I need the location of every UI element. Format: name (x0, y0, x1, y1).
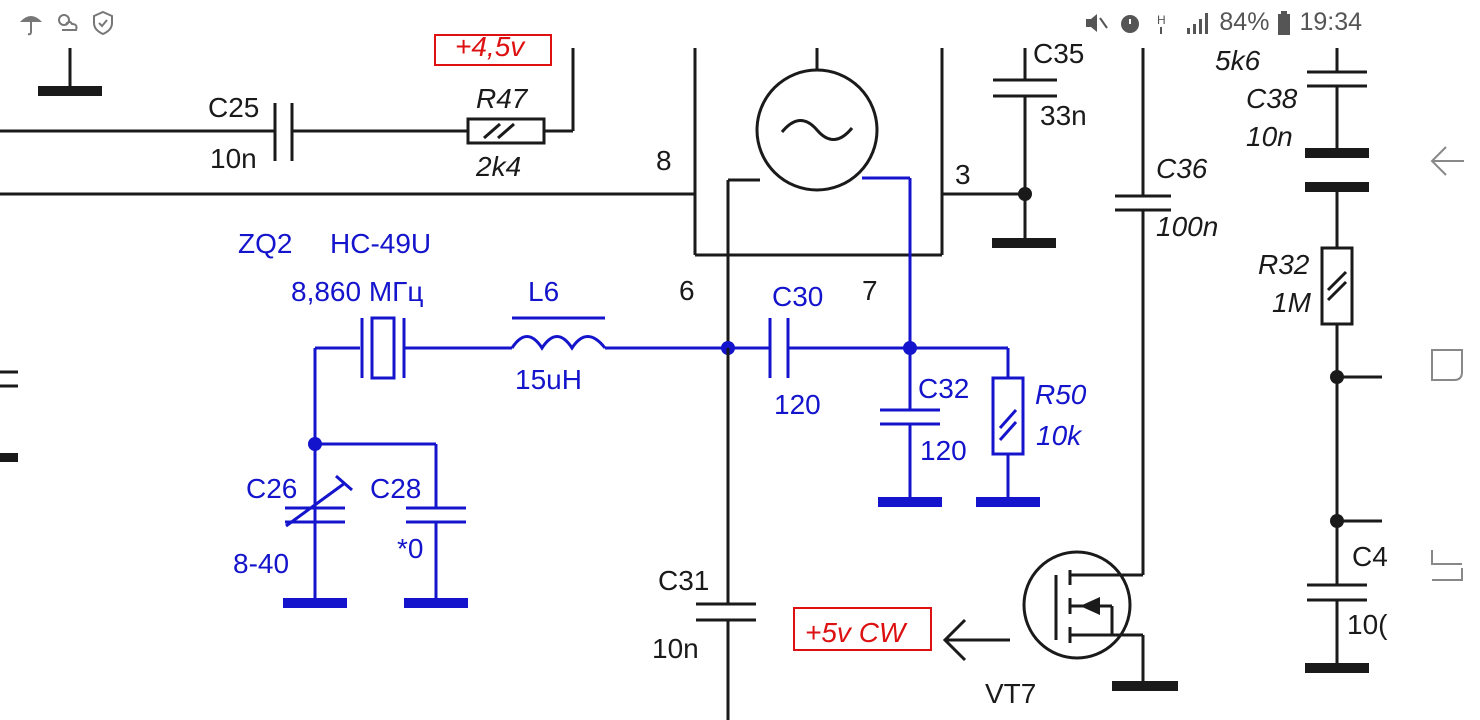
c38-name: C38 (1246, 83, 1298, 114)
c35-name: C35 (1033, 38, 1084, 69)
c36-name: C36 (1156, 153, 1208, 184)
c35-value: 33n (1040, 100, 1087, 131)
c26-value: 8-40 (233, 548, 289, 579)
c30-value: 120 (774, 389, 821, 420)
c32-name: C32 (918, 373, 969, 404)
c38-value: 10n (1246, 121, 1293, 152)
c30-name: C30 (772, 281, 823, 312)
l6-value: 15uH (515, 364, 582, 395)
battery-percent: 84% (1219, 8, 1270, 36)
clock: 19:34 (1299, 8, 1362, 36)
zq2-name: ZQ2 (238, 228, 292, 259)
h-plus-icon: H (1157, 13, 1166, 34)
c28-value: *0 (397, 533, 423, 564)
mute-icon (1086, 13, 1109, 32)
status-bar: H 84% 19:34 (0, 0, 1480, 50)
c26-name: C26 (246, 473, 297, 504)
home-icon[interactable] (1424, 342, 1470, 388)
weather-icon (58, 14, 78, 31)
r-top-right-value: 5k6 (1215, 45, 1261, 76)
r50-name: R50 (1035, 379, 1087, 410)
vt7-name: VT7 (985, 678, 1036, 709)
r47-value: 2k4 (475, 151, 521, 182)
r32-value: 1M (1272, 287, 1312, 318)
zq2-frequency: 8,860 МГц (291, 276, 423, 307)
r50-value: 10k (1036, 420, 1083, 451)
back-icon[interactable] (1424, 138, 1470, 184)
zq2-type: HC-49U (330, 228, 431, 259)
top-supply-label: +4,5v (455, 31, 526, 62)
c36-value: 100n (1156, 211, 1218, 242)
c28-name: C28 (370, 473, 421, 504)
c31-name: C31 (658, 565, 709, 596)
svg-text:H: H (1157, 13, 1166, 27)
signal-icon (1187, 12, 1209, 34)
l6-name: L6 (528, 276, 559, 307)
supply-cw-label: +5v CW (805, 617, 908, 648)
r47-name: R47 (476, 83, 529, 114)
pin-8-label: 8 (656, 145, 672, 176)
recent-apps-icon[interactable] (1424, 542, 1470, 588)
c31-value: 10n (652, 633, 699, 664)
pin-7-label: 7 (862, 275, 878, 306)
c4-value-fragment: 10( (1347, 609, 1388, 640)
r32-name: R32 (1258, 249, 1310, 280)
alarm-icon (1121, 14, 1140, 33)
battery-icon (1278, 10, 1291, 35)
c4-name-fragment: C4 (1352, 541, 1388, 572)
umbrella-icon (20, 16, 42, 36)
shield-check-icon (93, 10, 113, 36)
c25-value: 10n (210, 143, 257, 174)
pin-3-label: 3 (955, 159, 971, 190)
pin-6-label: 6 (679, 275, 695, 306)
c25-name: C25 (208, 92, 259, 123)
c32-value: 120 (920, 435, 967, 466)
